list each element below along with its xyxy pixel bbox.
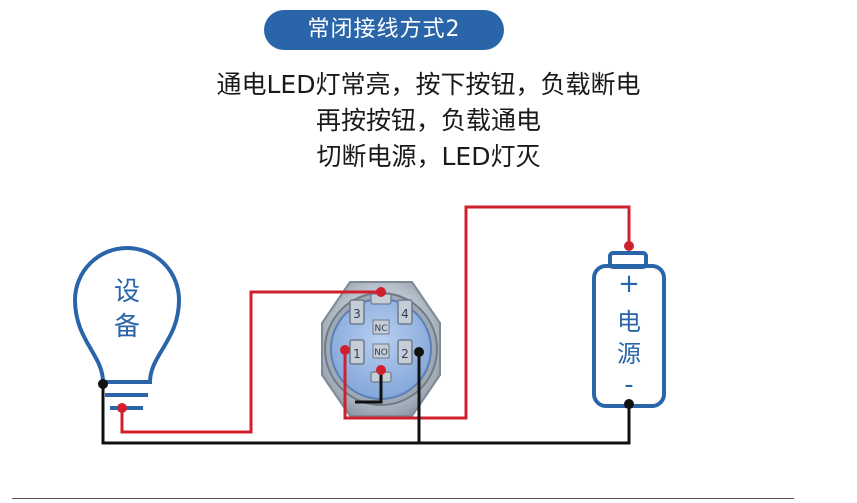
bottom-divider [12, 498, 794, 499]
description-line-2: 再按按钮，负载通电 [315, 106, 541, 135]
terminal-4-label: 4 [401, 307, 409, 321]
description-line-3: 切断电源，LED灯灭 [316, 142, 541, 171]
red-wires [120, 205, 631, 434]
description-line-1: 通电LED灯常亮，按下按钮，负载断电 [216, 70, 641, 99]
title-badge: 常闭接线方式2 [264, 10, 504, 50]
terminal-2-label: 2 [401, 347, 409, 361]
device-label-1: 设 [114, 277, 140, 307]
device-label-2: 备 [114, 312, 140, 342]
junction-dots [98, 241, 634, 413]
no-label: NO [374, 348, 388, 358]
terminal-3-label: 3 [353, 307, 361, 321]
terminal-1-label: 1 [353, 347, 361, 361]
push-button-switch [321, 281, 441, 417]
device-bulb-icon [73, 246, 181, 410]
black-wires [101, 352, 631, 445]
nc-label: NC [374, 324, 387, 334]
power-label-1: 电 [617, 308, 641, 336]
power-label-2: 源 [617, 340, 641, 368]
power-minus-sign: - [624, 370, 633, 400]
power-plus-sign: + [618, 269, 640, 299]
